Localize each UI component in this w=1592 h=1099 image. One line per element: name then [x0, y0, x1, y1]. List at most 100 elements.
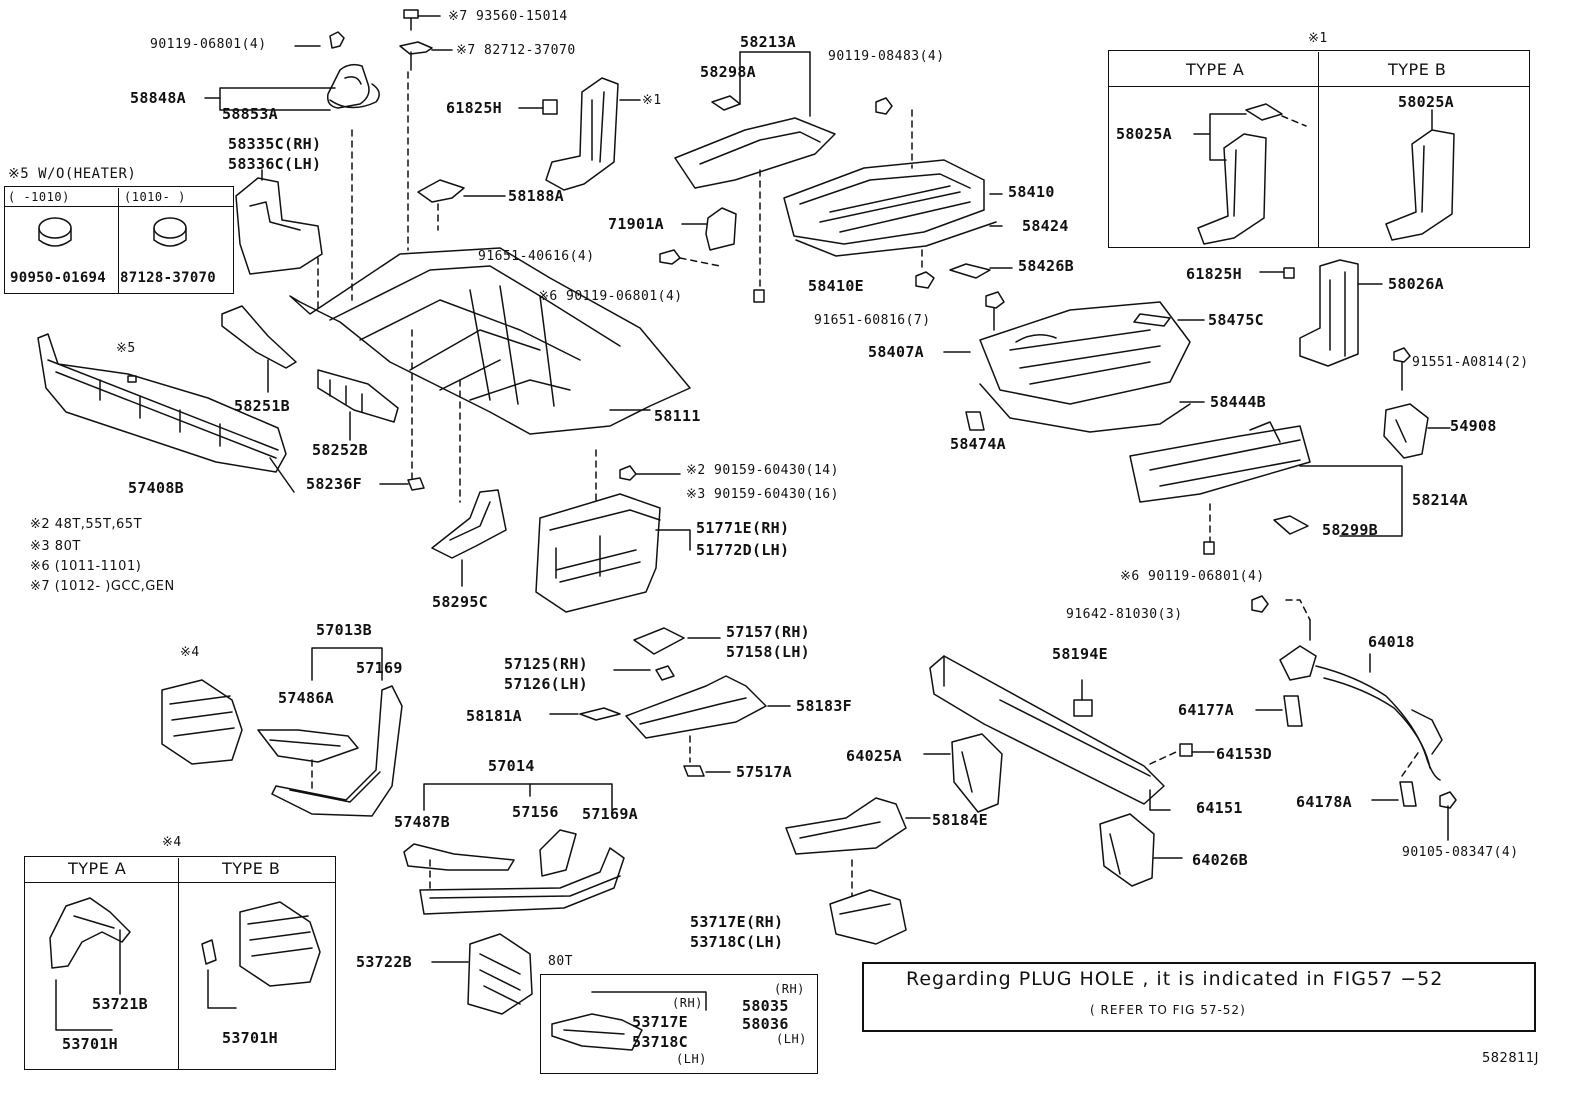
label-64177A: 64177A [1178, 701, 1234, 719]
part-58214A [1129, 421, 1403, 555]
label-58444B: 58444B [1210, 393, 1266, 411]
part-53717E [829, 889, 907, 945]
part-58295C [431, 489, 507, 587]
heater-box [4, 186, 234, 294]
legend-note-6: ※6 (1011-1101) [30, 559, 142, 574]
label-90119-08483: 90119-08483(4) [828, 49, 945, 64]
bolt-90119-06801-top [294, 31, 345, 49]
type-box-1 [1108, 50, 1530, 248]
box1-parts [1193, 103, 1455, 245]
part-53722B [431, 933, 533, 1015]
label-mark5: ※5 [116, 341, 136, 356]
label-58183F: 58183F [796, 697, 852, 715]
label-71901A: 71901A [608, 215, 664, 233]
bolt-90159 [619, 465, 681, 481]
bolt-93560 [403, 9, 441, 31]
part-58213A [674, 51, 836, 291]
label-57486A: 57486A [278, 689, 334, 707]
part-58252B [317, 369, 399, 441]
label-58853A: 58853A [222, 105, 278, 123]
bolt-90119-08483 [875, 97, 913, 169]
label-58295C: 58295C [432, 593, 488, 611]
box1-mark: ※1 [1308, 31, 1328, 46]
label-57125: 57125(RH) [504, 655, 588, 673]
legend-note-7: ※7 (1012- )GCC,GEN [30, 579, 175, 594]
box4-mark: ※4 [162, 835, 182, 850]
label-53722B: 53722B [356, 953, 412, 971]
label-58026A: 58026A [1388, 275, 1444, 293]
label-64025A: 64025A [846, 747, 902, 765]
box80t-rh2: (RH) [774, 982, 805, 996]
label-58252B: 58252B [312, 441, 368, 459]
label-58025A-a: 58025A [1116, 125, 1172, 143]
box1-type-a: TYPE A [1186, 60, 1245, 79]
part-58335C [235, 169, 323, 313]
label-57408B: 57408B [128, 479, 184, 497]
label-57156: 57156 [512, 803, 559, 821]
label-82712-37070: ※7 82712-37070 [456, 43, 576, 58]
label-53721B: 53721B [92, 995, 148, 1013]
type-box-4-divider [178, 858, 179, 1070]
label-58336C: 58336C(LH) [228, 155, 322, 173]
label-58474A: 58474A [950, 435, 1006, 453]
label-90159-60430-14: ※2 90159-60430(14) [686, 463, 839, 478]
label-53701H-b: 53701H [222, 1029, 278, 1047]
diagram-id: 582811J [1482, 1051, 1539, 1066]
box80t-rh1: (RH) [672, 996, 703, 1010]
legend-note-3: ※3 80T [30, 539, 81, 554]
label-58848A: 58848A [130, 89, 186, 107]
label-58214A: 58214A [1412, 491, 1468, 509]
label-91551-a0814: 91551-A0814(2) [1412, 355, 1529, 370]
label-58184E: 58184E [932, 811, 988, 829]
label-57487B: 57487B [394, 813, 450, 831]
label-58188A: 58188A [508, 187, 564, 205]
label-58251B: 58251B [234, 397, 290, 415]
label-51772D: 51772D(LH) [696, 541, 790, 559]
label-58236F: 58236F [306, 475, 362, 493]
heater-col2-head: (1010- ) [124, 190, 186, 204]
part-64026B [1099, 813, 1183, 887]
label-91651-40616: 91651-40616(4) [478, 249, 595, 264]
heater-col1-head: ( -1010) [8, 190, 70, 204]
plug-hole-note-sub: ( REFER TO FIG 57-52) [1090, 1003, 1246, 1017]
legend-note-2: ※2 48T,55T,65T [30, 517, 143, 532]
label-57169: 57169 [356, 659, 403, 677]
part-58111 [289, 247, 691, 503]
part-58407A [943, 301, 1205, 433]
label-61825H-a: 61825H [446, 99, 502, 117]
bolt-91651-60816 [985, 291, 1005, 331]
label-57158: 57158(LH) [726, 643, 810, 661]
plug-hole-note-text: Regarding PLUG HOLE , it is indicated in… [906, 968, 1444, 990]
heater-box-title: ※5 W/O(HEATER) [8, 166, 137, 182]
label-64018: 64018 [1368, 633, 1415, 651]
heater-box-header-line [4, 206, 234, 207]
type-box-4-header-line [24, 882, 336, 883]
label-57169A: 57169A [582, 805, 638, 823]
label-57126: 57126(LH) [504, 675, 588, 693]
label-53718C: 53718C(LH) [690, 933, 784, 951]
label-53717E-80t: 53717E [632, 1013, 688, 1031]
type-box-1-divider [1318, 52, 1319, 248]
label-90119-06801-top: 90119-06801(4) [150, 37, 267, 52]
label-91651-60816: 91651-60816(7) [814, 313, 931, 328]
heater-box-divider [118, 188, 119, 294]
box-80t [540, 974, 818, 1074]
label-58181A: 58181A [466, 707, 522, 725]
label-58426B: 58426B [1018, 257, 1074, 275]
part-64025A [923, 733, 1003, 813]
label-58410: 58410 [1008, 183, 1055, 201]
label-53717E: 53717E(RH) [690, 913, 784, 931]
label-53718C-80t: 53718C [632, 1033, 688, 1051]
label-87128-37070: 87128-37070 [120, 270, 217, 286]
label-51771E: 51771E(RH) [696, 519, 790, 537]
label-57517A: 57517A [736, 763, 792, 781]
box80t-lh1: (LH) [676, 1052, 707, 1066]
box4-type-a: TYPE A [68, 859, 127, 878]
clip-82712 [399, 41, 453, 251]
label-57014: 57014 [488, 757, 535, 775]
box4-type-b: TYPE B [222, 859, 281, 878]
label-58299B: 58299B [1322, 521, 1378, 539]
part-57013B [257, 647, 403, 817]
label-90119-06801-mid: ※6 90119-06801(4) [538, 289, 683, 304]
